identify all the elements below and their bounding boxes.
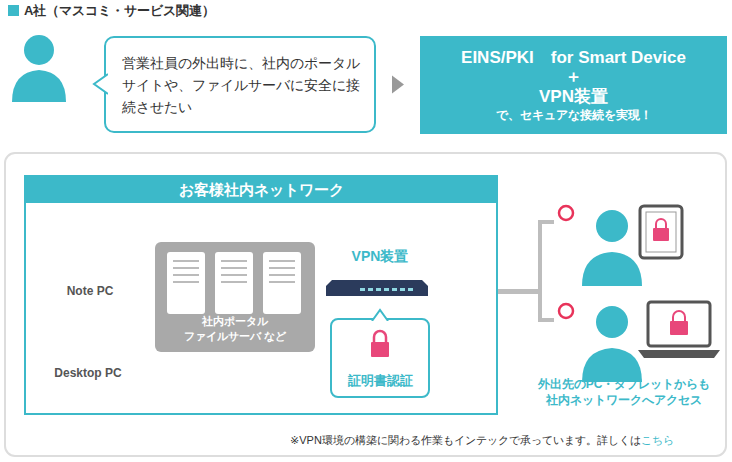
link-text: こちら xyxy=(641,434,674,446)
server-slot xyxy=(269,260,295,262)
ok-circle xyxy=(559,304,573,318)
arrow-head xyxy=(392,76,404,94)
vpn-led xyxy=(376,288,381,291)
arrow-connector xyxy=(392,76,404,94)
label: Note PC xyxy=(50,283,130,299)
note-text: ※VPN環境の構築に関わる作業もインテックで承っています。詳しくは xyxy=(290,434,641,446)
tablet-icon xyxy=(640,206,682,258)
server-slot xyxy=(221,267,247,269)
bubble-tail xyxy=(92,72,108,96)
laptop-icon xyxy=(638,302,720,358)
server-icon xyxy=(215,252,253,314)
user-icon xyxy=(582,306,642,382)
solution-box: EINS/PKI for Smart Device＋VPN装置で、セキュアな接続… xyxy=(420,36,727,134)
server-slot xyxy=(173,267,199,269)
person-icon xyxy=(12,35,66,102)
lock-shackle xyxy=(374,331,386,342)
server-slot xyxy=(221,274,247,276)
callout-tail xyxy=(372,310,388,321)
bubble-tail-shape xyxy=(94,74,108,94)
server-slot xyxy=(269,267,295,269)
vpn-led xyxy=(400,288,405,291)
vpn-led xyxy=(392,288,397,291)
node-text: VPN装置 xyxy=(539,86,608,107)
callout-tail-gap xyxy=(370,321,390,324)
certificate-callout: 証明書認証 xyxy=(330,318,430,398)
vpn-led xyxy=(384,288,389,291)
vpn-device: VPN装置 xyxy=(320,246,440,304)
node-text: ＋ xyxy=(565,68,582,86)
server-group: 社内ポータル ファイルサーバ など xyxy=(155,242,315,352)
server-slot xyxy=(221,281,247,283)
vpn-led xyxy=(408,288,413,291)
lock-body xyxy=(371,342,389,357)
node-text: お客様社内ネットワーク xyxy=(26,177,496,203)
server-slot xyxy=(221,260,247,262)
server-slot xyxy=(173,274,199,276)
server-icon xyxy=(167,252,205,314)
panel xyxy=(5,153,726,456)
server-slot xyxy=(173,260,199,262)
title: A社（マスコミ・サービス関連） xyxy=(24,1,215,21)
node-text: EINS/PKI for Smart Device xyxy=(461,47,686,68)
label: Desktop PC xyxy=(40,365,136,381)
node-text: 社内ポータル ファイルサーバ など xyxy=(175,314,295,344)
title-mark xyxy=(8,5,19,16)
user-icon xyxy=(582,210,642,286)
vpn-led xyxy=(368,288,373,291)
server-icon xyxy=(263,252,301,314)
node-text: で、セキュアな接続を実現！ xyxy=(496,107,652,124)
node-text: 営業社員の外出時に、社内のポータルサイトや、ファイルサーバに安全に接続させたい xyxy=(122,52,366,118)
vpn-body xyxy=(326,280,428,296)
footnote: ※VPN環境の構築に関わる作業もインテックで承っています。詳しくはこちら xyxy=(290,432,674,448)
node-text: 証明書認証 xyxy=(332,372,428,390)
vpn-box-icon xyxy=(320,276,434,302)
node-text: VPN装置 xyxy=(320,246,440,266)
server-slot xyxy=(269,281,295,283)
ok-circle xyxy=(559,206,573,220)
user-bracket xyxy=(538,220,554,322)
speech-bubble: 営業社員の外出時に、社内のポータルサイトや、ファイルサーバに安全に接続させたい xyxy=(104,36,376,133)
server-slot xyxy=(173,281,199,283)
label: 外出先のPC・タブレットからも社内ネットワークへアクセス xyxy=(532,376,716,408)
server-slot xyxy=(269,274,295,276)
vpn-led xyxy=(360,288,365,291)
